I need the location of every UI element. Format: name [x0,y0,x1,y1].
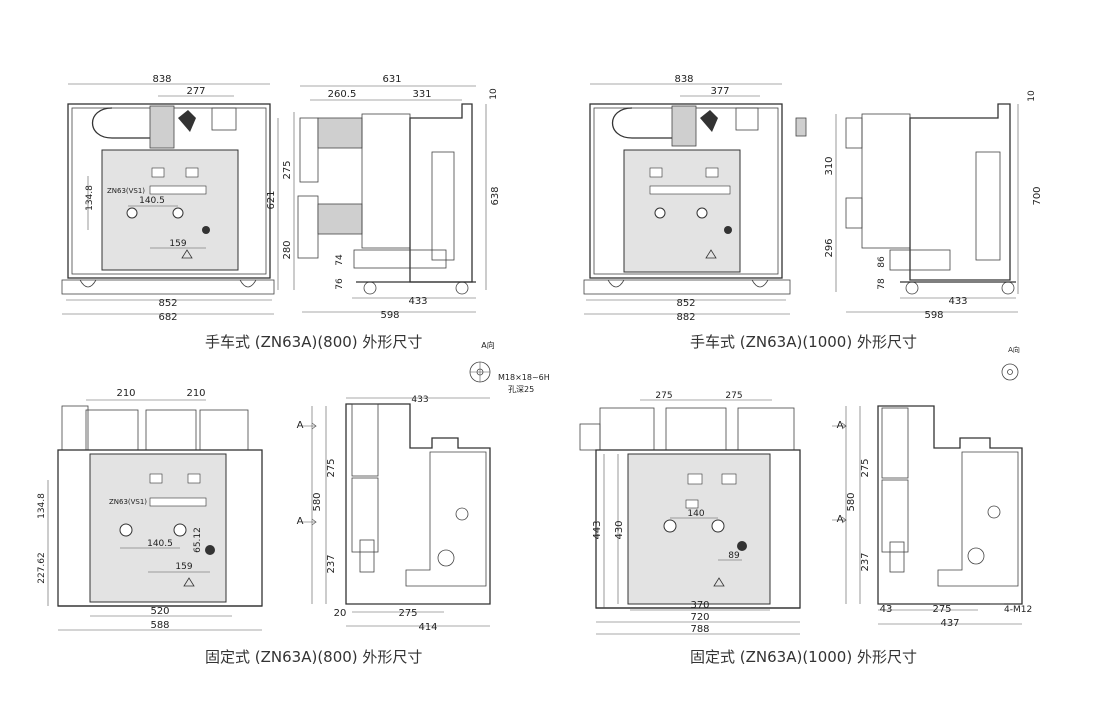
thread-spec: M18×18~6H [498,373,550,382]
dim-label: 621 [266,190,277,209]
dim-label: 588 [150,620,169,631]
dim-label: 20 [334,608,347,619]
dim-label: 310 [824,156,835,175]
dim-label: 277 [186,86,205,97]
dim-label: 852 [158,298,177,309]
view-bl-side: 433 275 580 237 20 275 414 A A [297,395,491,633]
dim-label: 370 [690,600,709,611]
dim-label: 631 [382,74,401,85]
dim-label: 159 [169,239,186,249]
dim-label: 140.5 [147,539,173,549]
view-br-side: 275 580 237 43 275 4-M12 437 A A [832,405,1032,629]
section-marker: A [837,514,844,525]
view-tl-side: 631 260.5 331 10 275 621 638 280 74 76 4… [266,74,501,321]
dim-label: 4-M12 [1004,605,1032,615]
dim-label: 275 [282,160,293,179]
dim-label: 331 [412,89,431,100]
dim-label: 237 [860,552,871,571]
section-marker: A [297,516,304,527]
dim-label: 227.62 [37,552,47,584]
dim-label: 65.12 [193,527,203,553]
dim-label: 838 [152,74,171,85]
view-tr-side: 10 310 700 296 86 78 433 598 [795,90,1043,321]
section-marker: A [297,420,304,431]
dim-label: 78 [877,278,887,290]
dim-label: 377 [710,86,729,97]
dim-label: 882 [676,312,695,323]
dim-label: 275 [932,604,951,615]
dim-label: 275 [398,608,417,619]
caption-handcart-1000: 手车式 (ZN63A)(1000) 外形尺寸 [690,333,917,351]
dim-label: 275 [655,391,672,401]
a-view-title: A向 [1008,345,1020,354]
dim-label: 852 [676,298,695,309]
a-view-note-800: A向 M18×18~6H 孔深25 [469,340,550,394]
dim-label: 598 [380,310,399,321]
dim-label: 43 [880,604,893,615]
panel-model-label: ZN63(VS1) [109,498,147,506]
dim-label: 638 [490,186,501,205]
dim-label: 788 [690,624,709,635]
dim-label: 210 [116,388,135,399]
dim-label: 260.5 [328,89,357,100]
view-br-front: 275 275 443 430 140 89 370 720 788 [579,391,801,635]
dim-label: 580 [846,492,857,511]
dim-label: 74 [335,254,345,266]
dim-label: 296 [824,238,835,257]
dim-label: 443 [592,520,603,539]
dim-label: 414 [418,622,437,633]
dim-label: 720 [690,612,709,623]
dim-label: 275 [326,458,337,477]
dim-label: 275 [725,391,742,401]
dim-label: 134.8 [37,493,47,519]
caption-fixed-800: 固定式 (ZN63A)(800) 外形尺寸 [205,648,423,666]
dim-label: 89 [728,551,740,561]
dim-label: 140.5 [139,196,165,206]
view-bl-front: 210 210 134.8 227.62 140.5 65.12 159 520… [37,388,263,631]
view-tl-front: 838 277 134.8 140.5 159 852 682 ZN63(VS1… [61,74,275,323]
dim-label: 700 [1032,186,1043,205]
a-view-title: A向 [481,340,494,350]
dim-label: 580 [312,492,323,511]
dim-label: 598 [924,310,943,321]
dim-label: 10 [1027,90,1037,102]
dim-label: 86 [877,256,887,268]
dim-label: 134.8 [85,185,95,211]
dim-label: 76 [335,278,345,290]
view-tr-front: 838 377 852 882 [583,74,791,323]
dim-label: 237 [326,554,337,573]
dim-label: 838 [674,74,693,85]
dim-label: 520 [150,606,169,617]
dim-label: 433 [948,296,967,307]
dim-label: 10 [489,88,499,100]
dim-label: 159 [175,562,192,572]
a-view-note-1000: A向 [1001,345,1020,381]
section-marker: A [837,420,844,431]
dim-label: 140 [687,509,704,519]
caption-fixed-1000: 固定式 (ZN63A)(1000) 外形尺寸 [690,648,917,666]
dim-label: 437 [940,618,959,629]
dim-label: 433 [408,296,427,307]
dim-label: 210 [186,388,205,399]
panel-model-label: ZN63(VS1) [107,187,145,195]
dim-label: 280 [282,240,293,259]
caption-handcart-800: 手车式 (ZN63A)(800) 外形尺寸 [205,333,423,351]
dim-label: 682 [158,312,177,323]
dim-label: 433 [411,395,428,405]
dim-label: 275 [860,458,871,477]
dim-label: 430 [614,520,625,539]
hole-depth: 孔深25 [508,385,534,394]
